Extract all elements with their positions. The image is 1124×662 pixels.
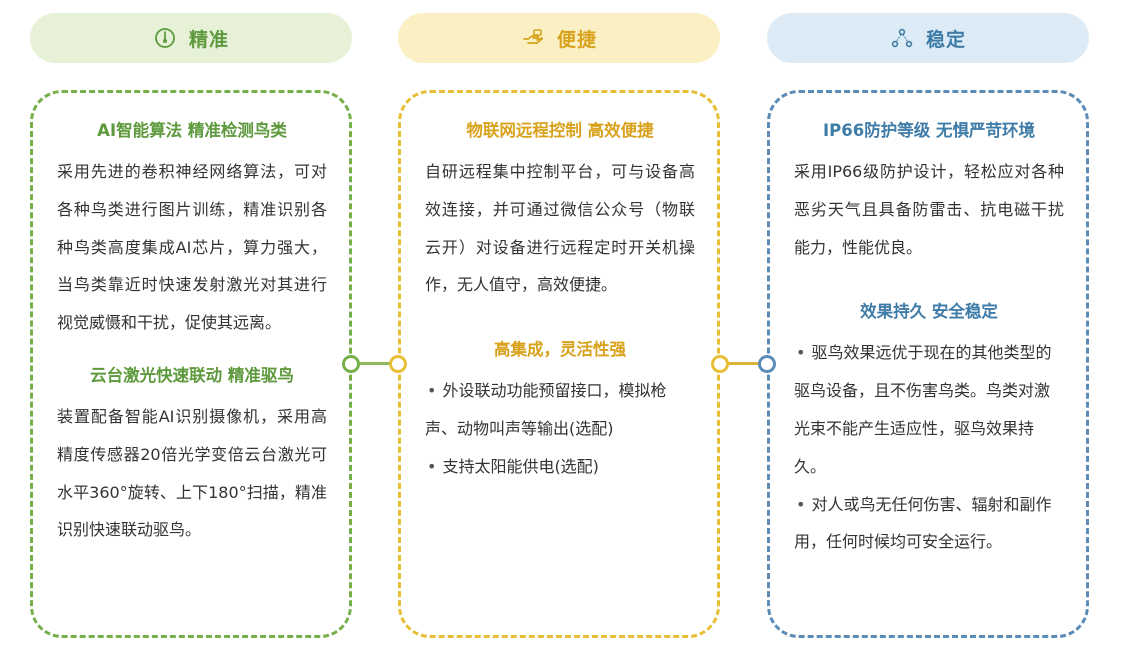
connector-dot: [758, 355, 776, 373]
bullet-item: 支持太阳能供电(选配): [425, 448, 695, 486]
connector-dot: [711, 355, 729, 373]
section-text: 自研远程集中控制平台，可与设备高效连接，并可通过微信公众号（物联云开）对设备进行…: [425, 162, 695, 295]
card-precise: AI智能算法 精准检测鸟类 采用先进的卷积神经网络算法，可对各种鸟类进行图片训练…: [30, 90, 352, 638]
bullet-item: 驱鸟效果远优于现在的其他类型的驱鸟设备，且不伤害鸟类。鸟类对激光束不能产生适应性…: [794, 334, 1064, 485]
card-convenient: 物联网远程控制 高效便捷 自研远程集中控制平台，可与设备高效连接，并可通过微信公…: [398, 90, 720, 638]
connector-dot: [342, 355, 360, 373]
connector-line: [352, 362, 398, 365]
section-text: 采用先进的卷积神经网络算法，可对各种鸟类进行图片训练，精准识别各种鸟类高度集成A…: [57, 162, 327, 333]
tab-label: 便捷: [556, 28, 597, 51]
card-stable: IP66防护等级 无惧严苛环境 采用IP66级防护设计，轻松应对各种恶劣天气且具…: [767, 90, 1089, 638]
section-text: 采用IP66级防护设计，轻松应对各种恶劣天气且具备防雷击、抗电磁干扰能力，性能优…: [794, 162, 1064, 257]
section-heading: AI智能算法 精准检测鸟类: [97, 121, 287, 140]
tab-stable[interactable]: 稳定: [767, 13, 1089, 63]
gauge-icon: [155, 28, 175, 48]
connector-dot: [389, 355, 407, 373]
tab-convenient[interactable]: 便捷: [398, 13, 720, 63]
section-text: 装置配备智能AI识别摄像机，采用高精度传感器20倍光学变倍云台激光可水平360°…: [57, 406, 327, 540]
connector-line: [720, 362, 767, 365]
tab-label: 稳定: [925, 28, 966, 51]
network-icon: [891, 28, 913, 48]
section-heading: 效果持久 安全稳定: [860, 302, 998, 322]
bullet-item: 外设联动功能预留接口，模拟枪声、动物叫声等输出(选配): [425, 372, 695, 448]
hand-icon: [523, 29, 543, 44]
bullet-item: 对人或鸟无任何伤害、辐射和副作用，任何时候均可安全运行。: [794, 486, 1064, 562]
section-heading: 物联网远程控制 高效便捷: [466, 121, 654, 140]
tab-label: 精准: [188, 28, 229, 51]
section-heading: IP66防护等级 无惧严苛环境: [823, 121, 1035, 140]
section-heading: 高集成，灵活性强: [494, 340, 626, 360]
section-heading: 云台激光快速联动 精准驱鸟: [90, 365, 294, 385]
tab-precise[interactable]: 精准: [30, 13, 352, 63]
